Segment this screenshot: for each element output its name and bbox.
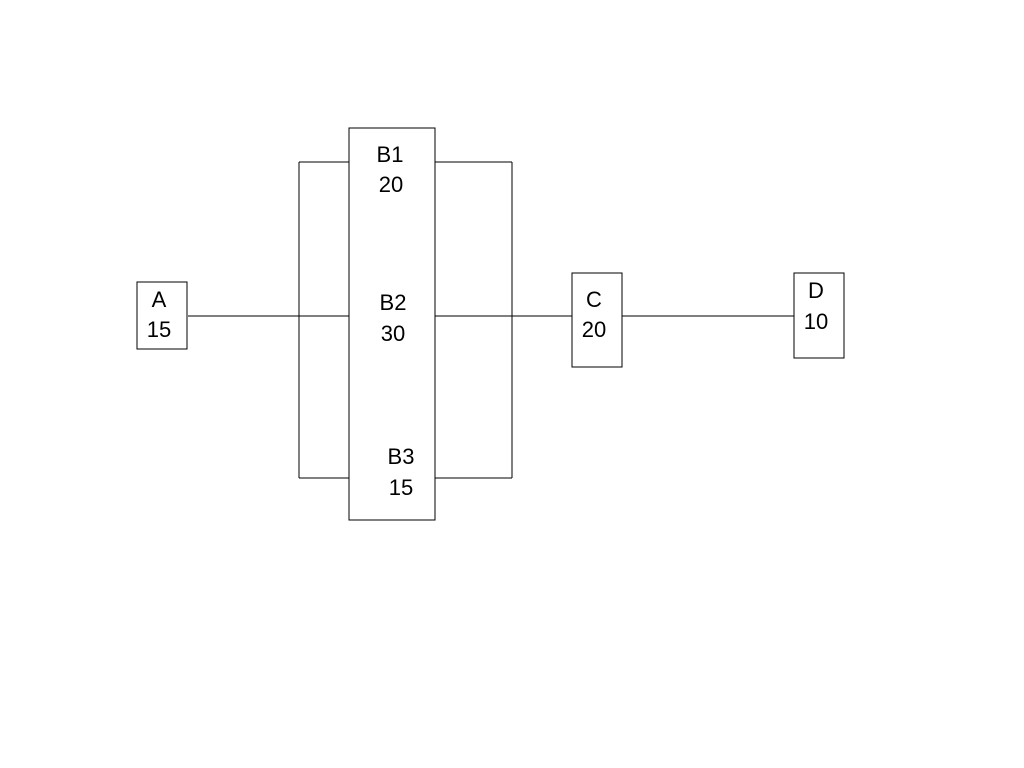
node-b3-name: B3 — [388, 444, 415, 469]
node-a: A 15 — [136, 281, 188, 350]
node-b2-name: B2 — [380, 290, 407, 315]
node-a-value: 15 — [147, 317, 171, 342]
node-a-name: A — [152, 287, 167, 312]
node-b1-name: B1 — [377, 142, 404, 167]
node-b1-value: 20 — [379, 172, 403, 197]
node-b2-value: 30 — [381, 321, 405, 346]
node-d-name: D — [808, 278, 824, 303]
node-d-box — [793, 272, 845, 359]
node-a-box — [136, 281, 188, 350]
node-b-group: B1 20 B2 30 B3 15 — [348, 127, 436, 521]
node-c-name: C — [586, 287, 602, 312]
node-c: C 20 — [571, 272, 623, 368]
node-d: D 10 — [793, 272, 845, 359]
connections — [188, 161, 794, 479]
node-c-value: 20 — [582, 317, 606, 342]
node-b-box — [348, 127, 436, 521]
node-d-value: 10 — [804, 309, 828, 334]
node-c-box — [571, 272, 623, 368]
node-b3-value: 15 — [389, 475, 413, 500]
